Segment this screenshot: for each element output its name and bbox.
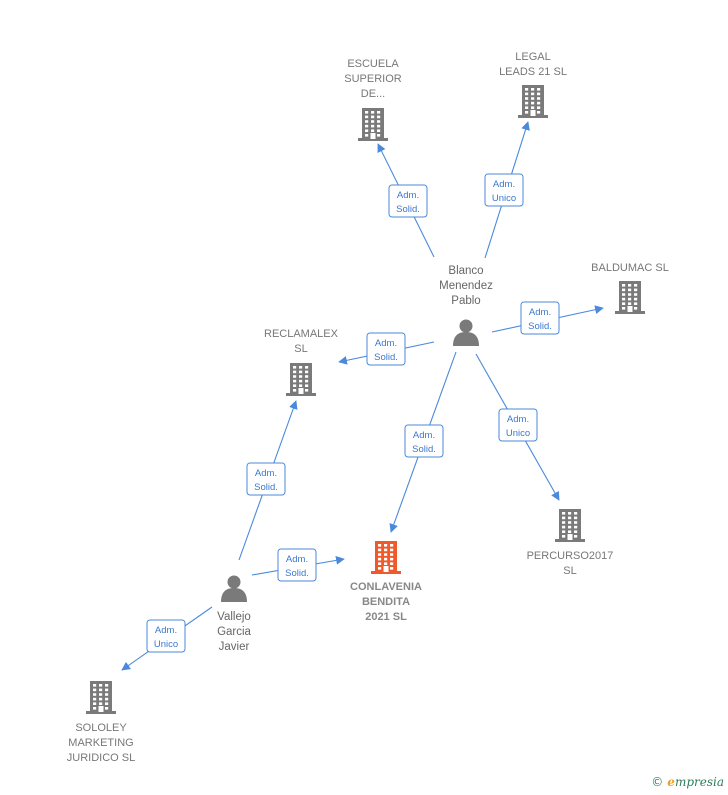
- person-name: Garcia: [217, 626, 251, 638]
- role-badge[interactable]: Adm. Unico: [498, 408, 538, 442]
- company-node-baldumac[interactable]: BALDUMAC SL: [591, 262, 669, 314]
- role-badge-text: Unico: [154, 639, 178, 650]
- empresia-watermark[interactable]: ©empresia: [651, 775, 724, 789]
- building-icon: [518, 85, 548, 118]
- role-badge[interactable]: Adm. Unico: [484, 173, 524, 207]
- person-icon: [453, 319, 479, 346]
- role-badge[interactable]: Adm. Solid.: [404, 424, 444, 458]
- role-badge-text: Unico: [492, 193, 516, 204]
- edge-blanco-percurso: Adm. Unico: [475, 353, 560, 501]
- role-badge[interactable]: Adm. Solid.: [277, 548, 317, 582]
- company-name: BALDUMAC SL: [591, 262, 669, 274]
- building-icon: [615, 281, 645, 314]
- role-badge-text: Adm.: [286, 554, 308, 565]
- company-name: SOLOLEY: [75, 722, 127, 734]
- company-name: DE...: [361, 88, 385, 100]
- company-node-legal[interactable]: LEGAL LEADS 21 SL: [499, 51, 567, 118]
- edge-vallejo-sololey: Adm. Unico: [121, 606, 213, 671]
- brand-initial: e: [667, 775, 675, 789]
- role-badge-box: [520, 301, 560, 335]
- role-badge-text: Adm.: [529, 307, 551, 318]
- company-node-sololey[interactable]: SOLOLEY MARKETING JURIDICO SL: [67, 681, 135, 764]
- company-name: MARKETING: [68, 737, 133, 749]
- role-badge-text: Adm.: [255, 468, 277, 479]
- company-name: PERCURSO2017: [527, 550, 614, 562]
- company-name: SUPERIOR: [344, 73, 402, 85]
- building-icon: [371, 541, 401, 574]
- role-badge[interactable]: Adm. Unico: [146, 619, 186, 653]
- role-badge-text: Adm.: [155, 625, 177, 636]
- company-node-reclamalex[interactable]: RECLAMALEX SL: [264, 328, 339, 396]
- person-name: Blanco: [448, 265, 483, 277]
- role-badge-box: [498, 408, 538, 442]
- role-badge-text: Solid.: [396, 204, 420, 215]
- copyright-symbol: ©: [651, 775, 664, 789]
- company-name: LEADS 21 SL: [499, 66, 567, 78]
- role-badge-text: Adm.: [375, 338, 397, 349]
- company-name: SL: [294, 343, 307, 355]
- company-node-escuela[interactable]: ESCUELA SUPERIOR DE...: [344, 58, 402, 141]
- person-name: Javier: [219, 641, 250, 653]
- role-badge-box: [388, 184, 428, 218]
- building-icon: [86, 681, 116, 714]
- edge-blanco-baldumac: Adm. Solid.: [491, 301, 604, 335]
- person-name: Vallejo: [217, 611, 251, 623]
- company-node-conlavenia[interactable]: CONLAVENIA BENDITA 2021 SL: [350, 541, 422, 623]
- company-name: LEGAL: [515, 51, 550, 63]
- building-icon: [555, 509, 585, 542]
- role-badge-box: [366, 332, 406, 366]
- role-badge-text: Adm.: [413, 430, 435, 441]
- edge-blanco-conlavenia: Adm. Solid.: [389, 351, 457, 533]
- role-badge-box: [146, 619, 186, 653]
- role-badge[interactable]: Adm. Solid.: [388, 184, 428, 218]
- role-badge-box: [277, 548, 317, 582]
- role-badge-text: Solid.: [254, 482, 278, 493]
- company-name: JURIDICO SL: [67, 752, 135, 764]
- role-badge[interactable]: Adm. Solid.: [520, 301, 560, 335]
- role-badge-text: Adm.: [493, 179, 515, 190]
- role-badge-text: Solid.: [285, 568, 309, 579]
- building-icon: [286, 363, 316, 396]
- role-badge-box: [484, 173, 524, 207]
- edge-blanco-reclamalex: Adm. Solid.: [338, 332, 435, 366]
- role-badge[interactable]: Adm. Solid.: [246, 462, 286, 496]
- role-badge-text: Adm.: [507, 414, 529, 425]
- company-name: RECLAMALEX: [264, 328, 339, 340]
- person-name: Menendez: [439, 280, 493, 292]
- role-badge-box: [246, 462, 286, 496]
- person-name: Pablo: [451, 295, 480, 307]
- company-name: ESCUELA: [347, 58, 399, 70]
- company-name: BENDITA: [362, 596, 410, 608]
- company-name: SL: [563, 565, 576, 577]
- edge-vallejo-conlavenia: Adm. Solid.: [251, 548, 345, 582]
- role-badge-text: Solid.: [412, 444, 436, 455]
- role-badge-text: Adm.: [397, 190, 419, 201]
- edge-blanco-escuela: Adm. Solid.: [377, 143, 435, 258]
- edges-layer: Adm.Solid.Adm.UnicoAdm.Solid.Adm.Solid.A…: [121, 121, 604, 671]
- person-icon: [221, 575, 247, 602]
- role-badge[interactable]: Adm. Solid.: [366, 332, 406, 366]
- edge-blanco-legal: Adm. Unico: [484, 121, 530, 259]
- role-badge-text: Solid.: [374, 352, 398, 363]
- company-name: CONLAVENIA: [350, 581, 422, 593]
- company-name: 2021 SL: [365, 611, 407, 623]
- role-badge-text: Solid.: [528, 321, 552, 332]
- nodes-layer: ESCUELA SUPERIOR DE... LEGAL LEADS 21 SL BALD…: [67, 51, 669, 764]
- building-icon: [358, 108, 388, 141]
- edge-vallejo-reclamalex: Adm. Solid.: [238, 400, 298, 561]
- role-badge-box: [404, 424, 444, 458]
- brand-name: mpresia: [674, 775, 724, 789]
- role-badge-text: Unico: [506, 428, 530, 439]
